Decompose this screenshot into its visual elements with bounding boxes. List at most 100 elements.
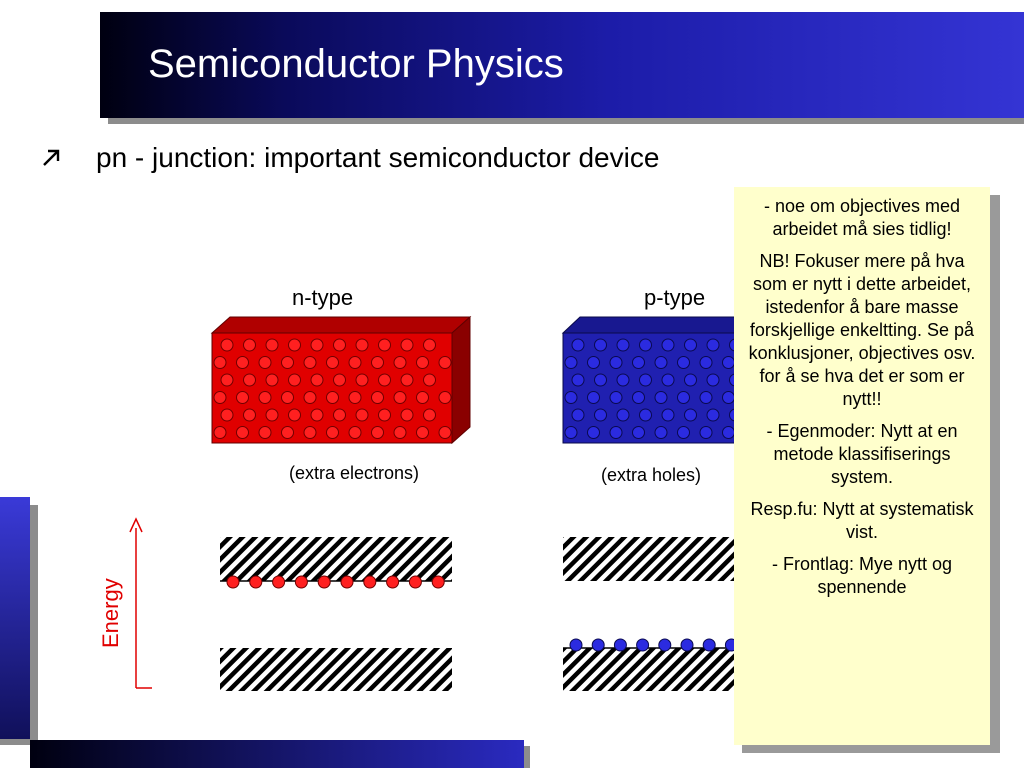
p-hole (594, 338, 607, 352)
n-electron (378, 408, 391, 422)
n-electron (243, 373, 256, 387)
p-type-label: p-type (644, 285, 706, 310)
n-electron (258, 426, 272, 439)
arrow-up-right-icon (43, 149, 60, 166)
n-electron (220, 408, 234, 422)
n-electron (371, 356, 384, 369)
n-electron (236, 426, 249, 439)
p-hole (564, 391, 578, 404)
n-electron (348, 426, 362, 439)
band-electron (272, 575, 286, 589)
p-hole (654, 356, 668, 369)
p-hole (639, 338, 652, 352)
p-hole (661, 373, 675, 387)
p-hole (722, 391, 735, 404)
n-electron (258, 356, 272, 369)
p-hole (639, 408, 652, 422)
p-hole (632, 426, 645, 439)
band-electron (386, 575, 400, 589)
p-hole (616, 338, 630, 352)
n-electron (310, 338, 324, 352)
n-electron (265, 408, 279, 422)
p-hole (722, 426, 735, 439)
n-type-caption: (extra electrons) (289, 463, 420, 483)
band-hole (636, 638, 650, 652)
band-hole (658, 638, 672, 652)
n-electron (243, 338, 256, 352)
n-electron (378, 373, 391, 387)
p-hole (571, 373, 585, 387)
n-electron (423, 373, 436, 387)
n-electron (288, 338, 301, 352)
slide-title: Semiconductor Physics (148, 42, 564, 86)
p-hole (639, 373, 652, 387)
n-electron (288, 408, 301, 422)
n-electron (265, 338, 279, 352)
n-electron (213, 391, 227, 404)
p-hole (699, 356, 713, 369)
n-block-top-face (210, 316, 472, 334)
p-hole (564, 356, 578, 369)
n-electron (400, 408, 414, 422)
note-paragraph: - Egenmoder: Nytt at en metode klassifis… (766, 421, 958, 487)
band-hole (591, 638, 605, 652)
p-hole (684, 373, 697, 387)
bullet-text: pn - junction: important semiconductor d… (96, 142, 660, 173)
band-electron (226, 575, 240, 589)
n-electron (423, 338, 436, 352)
bottom-accent-bar (30, 740, 524, 768)
n-electron (348, 356, 362, 369)
n-electron (220, 338, 234, 352)
n-electron (310, 373, 324, 387)
n-electron (243, 408, 256, 422)
n-electron (438, 356, 452, 369)
p-hole (587, 391, 600, 404)
p-hole (594, 373, 607, 387)
p-hole (699, 426, 713, 439)
energy-axis-label: Energy (98, 578, 123, 648)
speaker-note-box: - noe om objectives med arbeidet må sies… (734, 187, 990, 745)
band-electron (431, 575, 445, 589)
p-hole (706, 408, 720, 422)
bullet-row: pn - junction: important semiconductor d… (40, 138, 659, 178)
n-electron (416, 426, 429, 439)
p-hole (684, 338, 697, 352)
band-hole (680, 638, 694, 652)
p-hole (677, 426, 690, 439)
n-electron (393, 426, 407, 439)
p-hole (632, 391, 645, 404)
n-electron (416, 356, 429, 369)
n-electron (400, 338, 414, 352)
n-electron (393, 391, 407, 404)
n-electron (236, 356, 249, 369)
n-type-label: n-type (292, 285, 354, 310)
energy-arrow (129, 517, 152, 689)
band-electron (249, 575, 263, 589)
n-electron (213, 426, 227, 439)
n-electron (303, 356, 317, 369)
n-electron (355, 373, 369, 387)
band-electron (317, 575, 331, 589)
n-electron-dots (213, 338, 452, 439)
band-electron (363, 575, 377, 589)
n-block-front-face (211, 332, 453, 444)
n-electron (333, 408, 346, 422)
n-electron (355, 408, 369, 422)
n-electron (333, 338, 346, 352)
note-paragraph: NB! Fokuser mere på hva som er nytt i de… (748, 251, 976, 409)
p-hole (609, 391, 623, 404)
p-hole (661, 338, 675, 352)
n-valence-band (220, 648, 452, 691)
n-electron (355, 338, 369, 352)
p-hole (587, 356, 600, 369)
n-electron (333, 373, 346, 387)
p-type-caption: (extra holes) (601, 465, 702, 485)
p-hole (699, 391, 713, 404)
p-hole (661, 408, 675, 422)
n-electron (371, 426, 384, 439)
n-electron (213, 356, 227, 369)
p-hole (616, 373, 630, 387)
p-hole (677, 391, 690, 404)
band-electron (408, 575, 422, 589)
n-electron (416, 391, 429, 404)
